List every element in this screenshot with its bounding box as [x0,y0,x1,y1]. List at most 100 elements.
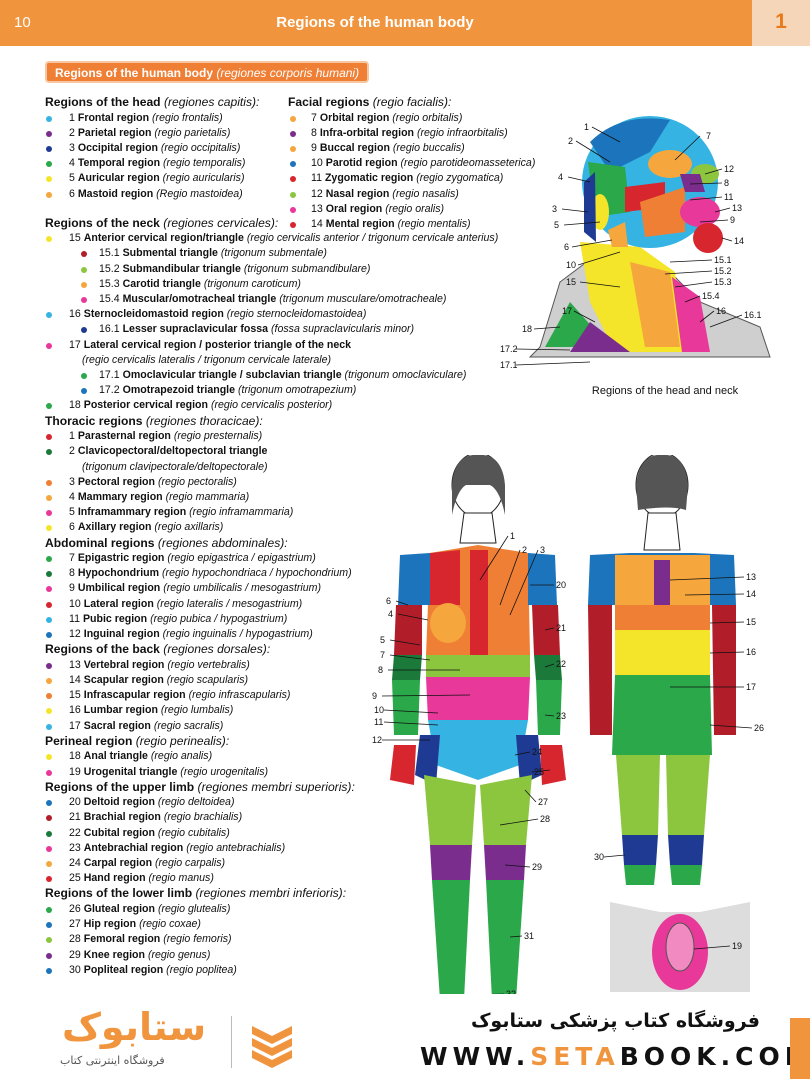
color-dot [46,723,52,730]
leader-line [509,935,523,938]
hand-right [540,745,566,785]
color-dot [46,693,52,700]
item-name: Occipital region [77,141,158,154]
item-name: Clavicopectoral/deltopectoral triangle [77,445,268,458]
item-name: Carpal region [83,857,153,870]
figure-label: 16.1 [744,310,762,320]
list-item: 8 Infra-orbital region (regio infraorbit… [288,126,558,141]
color-dot [46,494,52,501]
item-name: Mental region [325,217,395,230]
list-item: 3 Pectoral region (regio pectoralis) [45,475,445,490]
item-latin: (regio urogenitalis) [180,765,269,778]
knee-right [484,845,526,880]
list-item: 30 Popliteal region (regio poplitea) [45,963,445,978]
inguinal-right [516,735,542,785]
cubital-right [534,655,562,680]
leader-line [669,259,713,263]
leader-line [383,709,439,714]
gluteal-region [612,675,712,755]
item-name: Popliteal region [83,963,164,976]
footer-banner: ستابوک فروشگاه اینترنتی کتاب فروشگاه کتا… [0,994,810,1079]
figure-label: 16 [746,647,756,657]
item-latin: (regio analis) [150,750,213,763]
figure-label: 9 [730,215,735,225]
item-number: 1 [69,430,75,443]
color-dot [46,312,52,319]
item-name: Zygomatic region [324,172,414,185]
item-latin: (regio umbilicalis / mesogastrium) [163,582,322,595]
color-dot [46,616,52,623]
color-dot [46,176,52,183]
item-latin: (regio nasalis) [392,187,459,200]
heading-text: Regions of the back [45,642,160,657]
inguinal-left [415,735,440,785]
color-dot [46,632,52,639]
shop-name: فروشگاه کتاب پزشکی ستابوک [470,1010,760,1032]
list-item: 18 Posterior cervical region (regio cerv… [45,398,445,413]
item-number: 25 [69,872,81,885]
color-dot [46,145,52,152]
item-number: 15.3 [99,277,120,290]
figure-label: 11 [724,192,733,202]
leader-line [524,789,537,803]
item-number: 15 [69,232,81,245]
item-name: Lateral cervical region / posterior tria… [83,338,352,351]
parietal-region [590,118,670,172]
list-heading: Regions of the neck (regiones cervicales… [45,216,445,232]
oral-region [680,197,720,227]
clavicopectoral-region [430,550,460,605]
list-item: 29 Knee region (regio genus) [45,948,445,963]
list-item: 12 Inguinal region (regio inguinalis / h… [45,627,445,642]
occipital-region [584,172,596,242]
color-dot [46,586,52,593]
item-number: 19 [69,765,81,778]
heading-text: Regions of the upper limb [45,779,195,794]
list-item: 15.3 Carotid triangle (trigonum caroticu… [45,277,445,292]
logo-divider [231,1016,232,1068]
item-number: 8 [69,567,75,580]
list-item: 15.1 Submental triangle (trigonum submen… [45,246,445,261]
logo-subtitle: فروشگاه اینترنتی کتاب [60,1054,165,1067]
item-number: 14 [311,217,323,230]
list-heading: Facial regions (regio facialis): [288,95,558,111]
color-dot [81,297,87,304]
leader-line [383,721,439,726]
color-dot [290,130,296,137]
list-item: 5 Inframammary region (regio inframammar… [45,505,445,520]
list-heading: Abdominal regions (regiones abdominales)… [45,536,445,552]
color-dot [290,206,296,213]
figure-label: 27 [538,797,548,807]
front-body-labels: 1232064215782291011122324252728293132 [372,531,566,999]
facial-regions-list: Facial regions (regio facialis):7 Orbita… [288,95,558,232]
shop-url[interactable]: WWW.SETABOOK.COM [420,1042,810,1071]
lumbar-region [615,630,710,675]
figure-label: 15.2 [714,266,732,276]
figure-label: 26 [754,723,764,733]
logo-wordmark: ستابوک [62,1005,207,1049]
page-title: Regions of the human body [276,14,474,31]
item-number: 3 [69,141,75,154]
figure-label: 9 [372,691,377,701]
list-item: 22 Cubital region (regio cubitalis) [45,826,445,841]
item-number: 30 [69,963,81,976]
infrascapular-region [615,605,710,630]
color-dot [81,266,87,273]
item-number: 1 [69,111,75,124]
item-number: 2 [69,445,75,458]
leader-line [515,348,571,351]
figure-label: 13 [746,572,756,582]
color-dot [46,342,52,349]
item-number: 6 [69,187,75,200]
item-number: 28 [69,933,81,946]
popliteal-right [668,835,704,865]
heading-latin: (regiones cervicales): [163,215,279,230]
leader-line [591,126,621,143]
list-item: 4 Mammary region (regio mammaria) [45,490,445,505]
figure-label: 14 [746,589,756,599]
color-dot [290,191,296,198]
color-dot [46,434,52,441]
leader-line [709,651,745,654]
back-thigh-left [616,755,660,835]
item-name: Urogenital triangle [83,765,178,778]
color-dot [290,221,296,228]
